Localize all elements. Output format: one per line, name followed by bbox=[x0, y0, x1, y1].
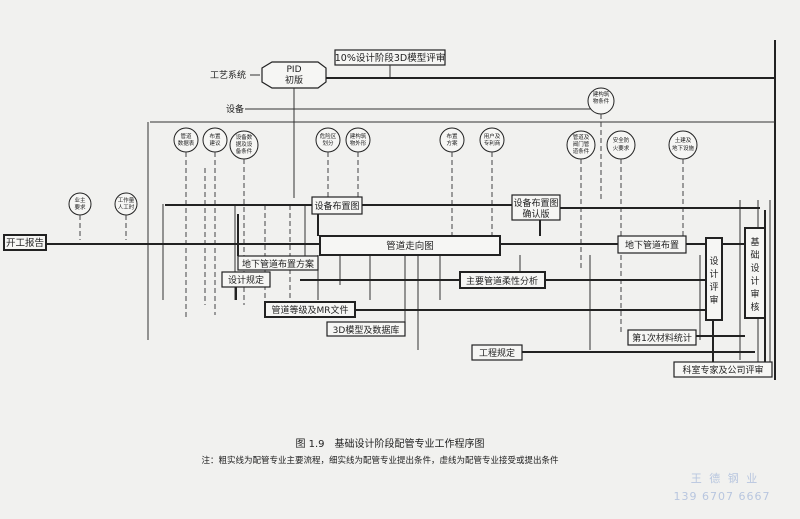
basic-review-c1: 基 bbox=[750, 236, 759, 248]
basic-review-c2: 础 bbox=[750, 249, 759, 261]
equip-data-l3: 备条件 bbox=[236, 147, 253, 155]
equipment-layout-box bbox=[311, 196, 363, 215]
struct-cond-l2: 物条件 bbox=[593, 97, 610, 105]
diagram-title: 10%设计阶段3D模型评审 bbox=[335, 52, 445, 64]
civil-l1: 土建及 bbox=[675, 136, 692, 144]
input-struct-bldg: 建构筑 物外形 bbox=[345, 127, 371, 153]
work-inst-l2: 人工时 bbox=[118, 203, 135, 211]
pipe-class-label: 管道等级及MR文件 bbox=[271, 304, 348, 316]
struct-bldg-l1: 建构筑 bbox=[350, 132, 367, 140]
civil-l2: 地下设施 bbox=[672, 144, 695, 152]
equip-data-l1: 设备数 bbox=[236, 133, 253, 141]
basic-review-c3: 设 bbox=[750, 263, 759, 274]
start-report-label: 开工报告 bbox=[6, 237, 44, 249]
pipe-cond-l1: 管道及 bbox=[573, 133, 590, 141]
design-rules-box bbox=[221, 271, 271, 288]
first-mto-box bbox=[627, 329, 697, 346]
input-work-inst: 工作量 人工时 bbox=[114, 192, 138, 216]
design-review-c2: 计 bbox=[709, 268, 718, 280]
expert-review-box bbox=[673, 361, 773, 378]
pipe-class-box bbox=[264, 301, 356, 318]
first-mto-label: 第1次材料统计 bbox=[632, 332, 692, 344]
pid-label-1: PID bbox=[286, 65, 301, 75]
equipment-layout-approved-l2: 确认版 bbox=[522, 208, 549, 220]
design-review-box bbox=[705, 237, 723, 321]
figure-note: 注：粗实线为配管专业主要流程，细实线为配管专业提出条件，虚线为配管专业接受或提出… bbox=[201, 455, 559, 466]
pipe-cond-l3: 道条件 bbox=[573, 147, 590, 155]
input-soil-data: 管道 数据表 bbox=[173, 127, 199, 153]
soil-data-l1: 管道 bbox=[180, 132, 192, 140]
equip-data-l2: 据及设 bbox=[236, 140, 253, 148]
process-system-label: 工艺系统 bbox=[210, 69, 246, 81]
safety-l2: 火要求 bbox=[613, 144, 630, 152]
owner-req-l1: 业主 bbox=[74, 196, 86, 204]
input-safety: 安全防 火要求 bbox=[606, 130, 636, 160]
equipment-layout-approved-l1: 设备布置图 bbox=[513, 197, 558, 209]
start-report-box bbox=[3, 234, 47, 251]
stress-analysis-box bbox=[459, 271, 546, 289]
pid-label-2: 初版 bbox=[285, 74, 303, 86]
underground-plan-box bbox=[237, 255, 319, 271]
input-pipe-cond: 管道及 阀门管 道条件 bbox=[566, 130, 596, 160]
pipe-cond-l2: 阀门管 bbox=[573, 140, 590, 148]
soil-data-l2: 数据表 bbox=[178, 139, 195, 147]
struct-cond-l1: 建构筑 bbox=[593, 90, 610, 98]
design-rules-label: 设计规定 bbox=[228, 274, 264, 286]
equipment-label: 设备 bbox=[226, 103, 244, 115]
safety-l1: 安全防 bbox=[613, 136, 630, 144]
layout-build-l2: 建议 bbox=[209, 139, 221, 147]
input-equip-data: 设备数 据及设 备条件 bbox=[229, 130, 259, 160]
input-owner-req: 业主 要求 bbox=[68, 192, 92, 216]
input-struct-cond: 建构筑 物条件 bbox=[587, 87, 615, 115]
user-req-l2: 专利商 bbox=[484, 139, 501, 147]
input-layout-scheme: 布置 方案 bbox=[439, 127, 465, 153]
basic-review-c4: 计 bbox=[750, 275, 759, 287]
equipment-layout-approved-box bbox=[511, 194, 561, 221]
hazard-zone-l1: 危险区 bbox=[320, 132, 337, 140]
eng-rules-box bbox=[471, 344, 523, 361]
eng-rules-label: 工程规定 bbox=[479, 347, 515, 359]
basic-review-c5: 审 bbox=[750, 288, 759, 300]
layout-build-l1: 布置 bbox=[209, 132, 221, 140]
user-req-l1: 用户及 bbox=[484, 132, 501, 140]
input-user-req: 用户及 专利商 bbox=[479, 127, 505, 153]
underground-layout-box bbox=[617, 235, 687, 254]
design-review-c4: 审 bbox=[709, 294, 718, 306]
pid-node bbox=[261, 61, 327, 89]
work-inst-l1: 工作量 bbox=[118, 196, 135, 204]
layout-scheme-l1: 布置 bbox=[446, 132, 458, 140]
owner-req-l2: 要求 bbox=[74, 203, 86, 211]
struct-bldg-l2: 物外形 bbox=[350, 139, 367, 147]
input-civil: 土建及 地下设施 bbox=[668, 130, 698, 160]
layout-scheme-l2: 方案 bbox=[446, 139, 458, 147]
watermark-phone: 139 6707 6667 bbox=[674, 490, 771, 503]
design-review-c3: 评 bbox=[709, 282, 718, 293]
equipment-layout-label: 设备布置图 bbox=[314, 200, 359, 212]
figure-caption: 图 1.9 基础设计阶段配管专业工作程序图 bbox=[295, 437, 484, 450]
design-review-c1: 设 bbox=[709, 256, 718, 267]
watermark-company: 王 德 钢 业 bbox=[691, 471, 760, 485]
input-layout-build: 布置 建议 bbox=[202, 127, 228, 153]
expert-review-label: 科室专家及公司评审 bbox=[682, 364, 763, 376]
piping-routing-label: 管道走向图 bbox=[386, 240, 434, 252]
model-db-box bbox=[326, 321, 406, 337]
input-hazard-zone: 危险区 划分 bbox=[315, 127, 341, 153]
underground-plan-label: 地下管道布置方案 bbox=[242, 258, 314, 270]
hazard-zone-l2: 划分 bbox=[322, 139, 334, 147]
underground-layout-label: 地下管道布置 bbox=[625, 239, 679, 251]
piping-routing-box bbox=[319, 235, 501, 256]
model-db-label: 3D模型及数据库 bbox=[333, 324, 400, 336]
basic-review-c6: 核 bbox=[750, 301, 759, 313]
stress-analysis-label: 主要管道柔性分析 bbox=[466, 275, 538, 287]
